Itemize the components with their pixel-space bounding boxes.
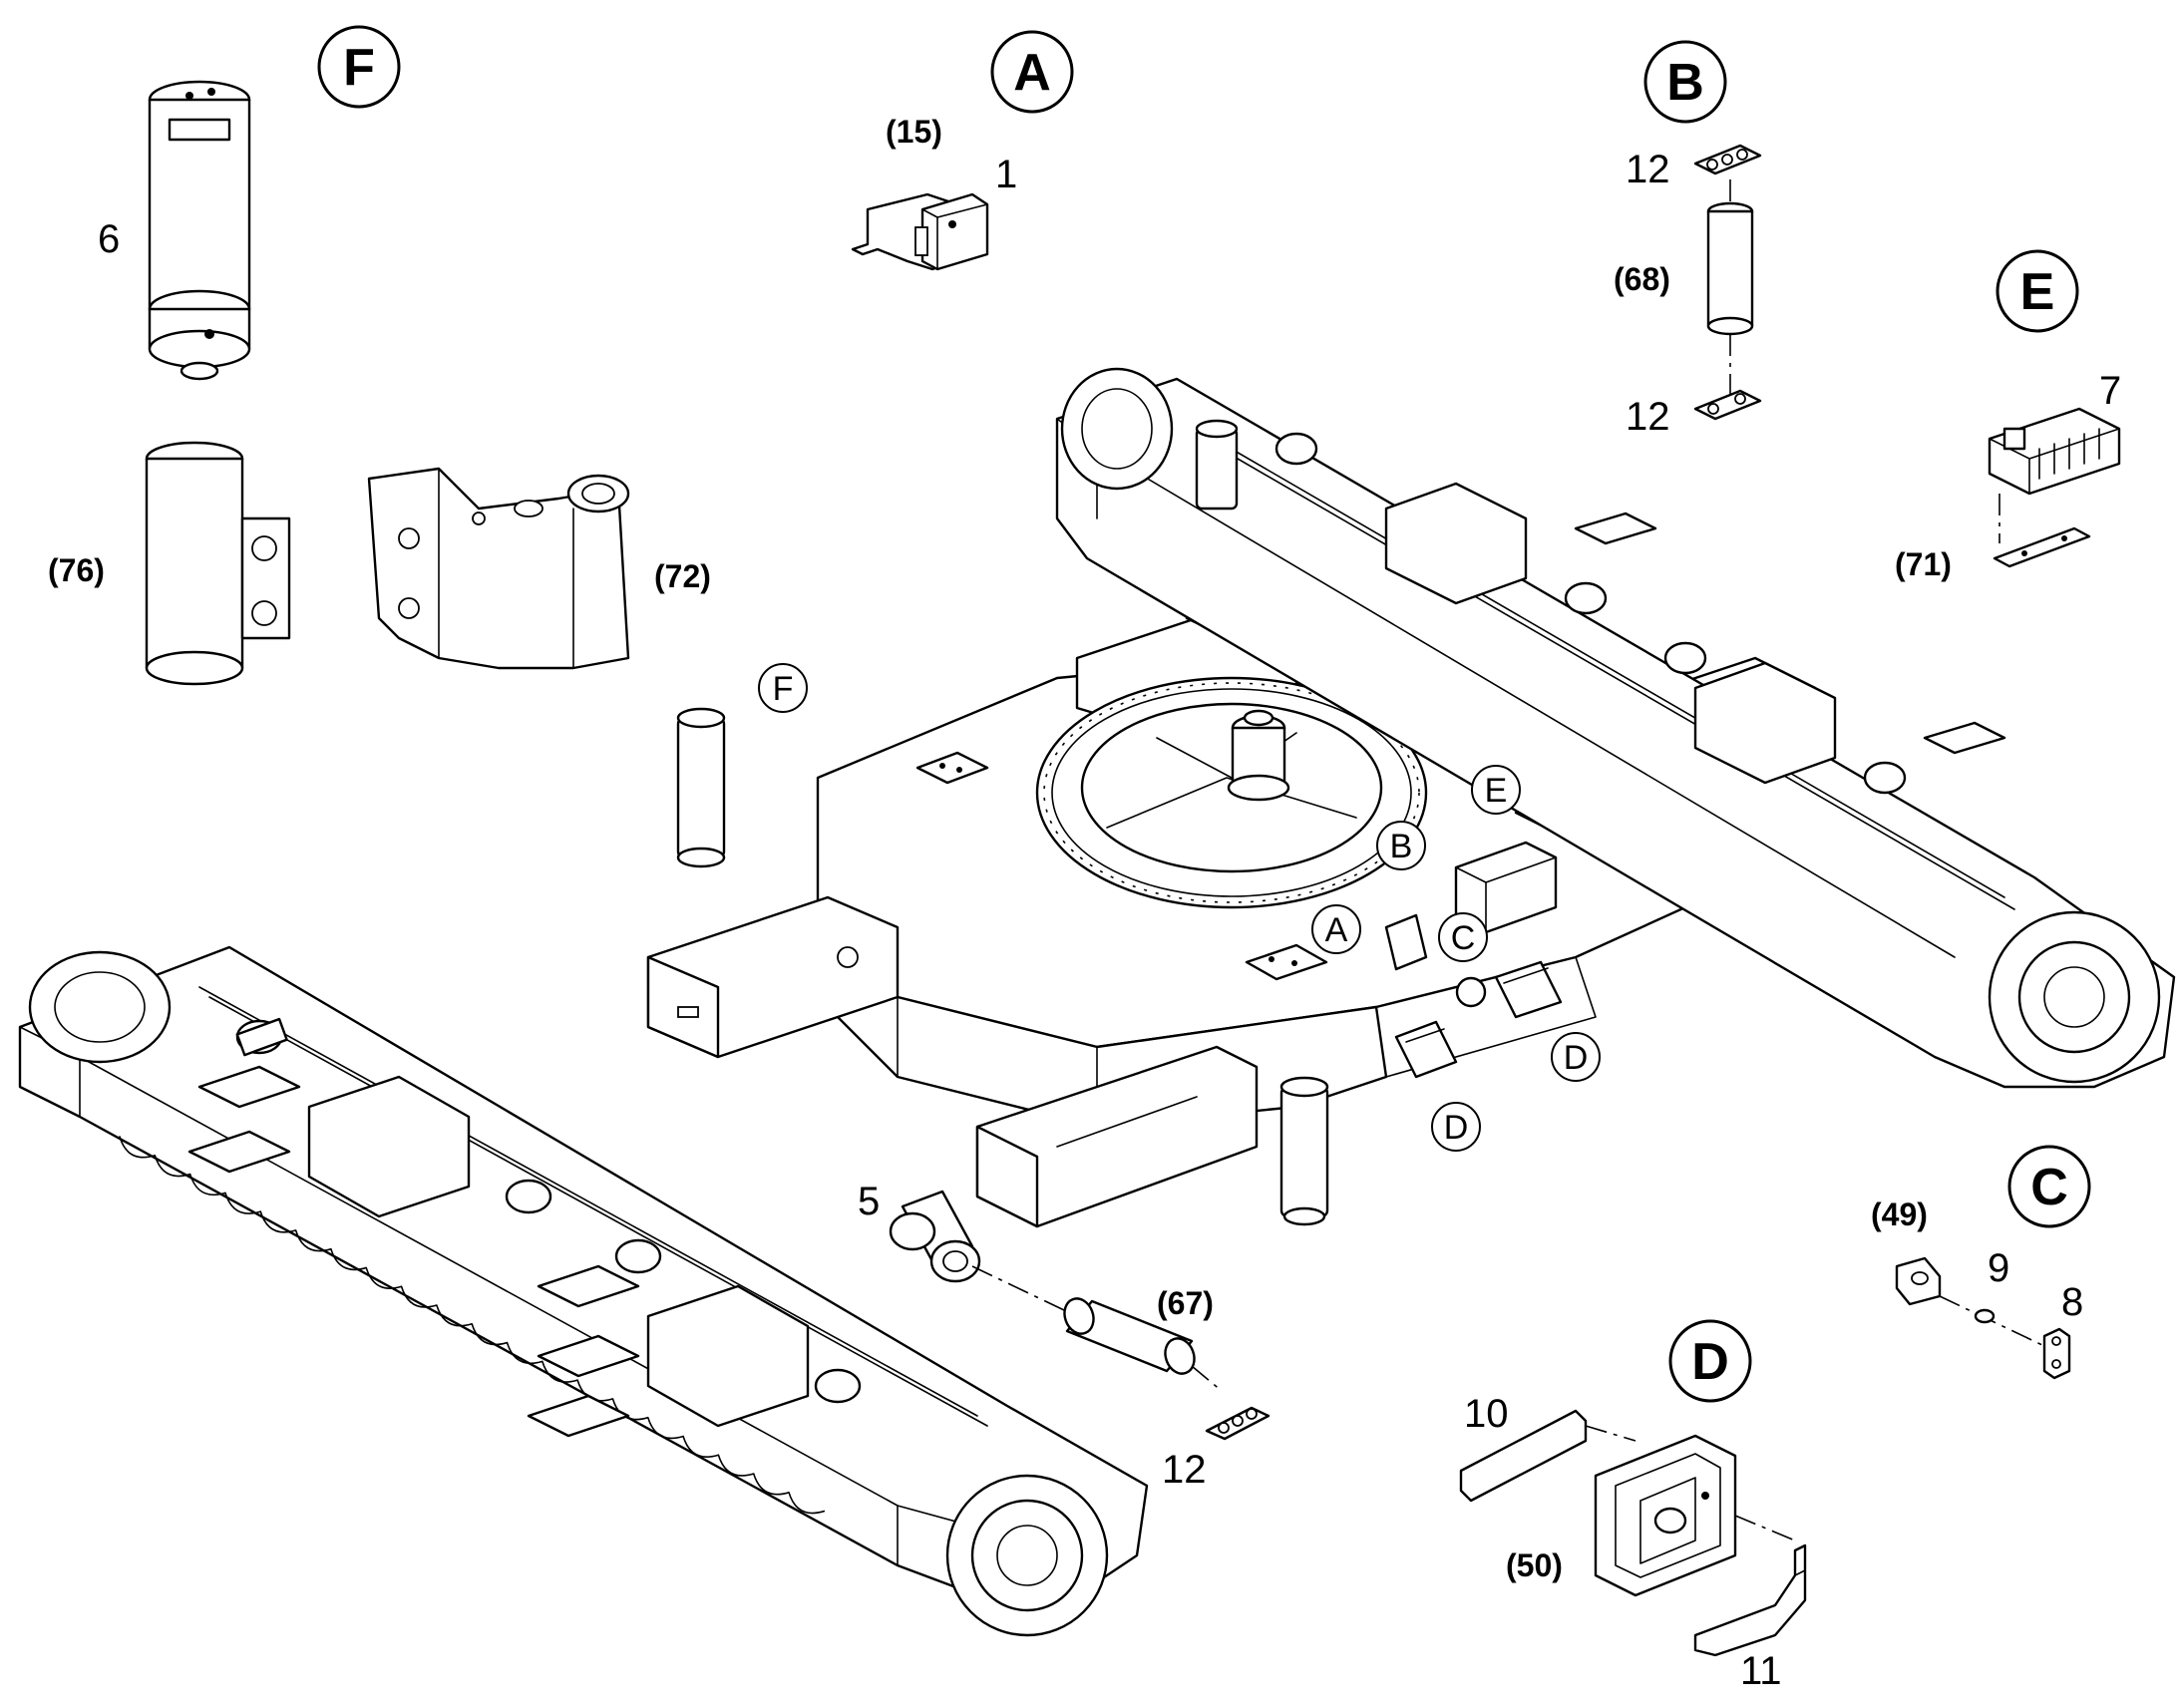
detail-callout-a: A	[990, 30, 1074, 114]
svg-text:F: F	[343, 39, 375, 97]
location-marker-b: B	[1376, 821, 1426, 870]
part-number-7: 7	[2099, 369, 2121, 413]
part-number-6: 6	[98, 217, 120, 261]
svg-text:A: A	[1325, 911, 1348, 949]
svg-text:E: E	[2020, 263, 2055, 321]
location-marker-d-left: D	[1431, 1102, 1481, 1152]
detail-e-parts	[1988, 407, 2121, 568]
pin-axis-line	[971, 1265, 1088, 1322]
location-marker-a: A	[1311, 904, 1361, 954]
detail-callout-f: F	[317, 25, 401, 109]
svg-text:E: E	[1485, 772, 1508, 810]
part-number-5: 5	[858, 1180, 880, 1223]
detail-a-parts	[851, 192, 989, 271]
part-number-12-bottom: 12	[1162, 1448, 1207, 1492]
part-number-12-mid: 12	[1626, 395, 1670, 439]
reference-number-72: (72)	[654, 558, 711, 594]
reference-number-49: (49)	[1871, 1196, 1928, 1232]
detail-callout-c: C	[2007, 1145, 2091, 1228]
right-crawler-track	[1055, 367, 2176, 1089]
svg-text:D: D	[1691, 1333, 1729, 1391]
detail-callout-e: E	[1996, 249, 2079, 333]
location-marker-f: F	[758, 663, 808, 713]
svg-text:A: A	[1013, 44, 1051, 102]
detail-f-parts	[145, 80, 630, 686]
svg-text:C: C	[1451, 919, 1476, 957]
reference-number-15: (15)	[886, 114, 942, 150]
detail-d-parts	[1459, 1409, 1807, 1657]
location-marker-d-right: D	[1551, 1032, 1601, 1082]
reference-number-68: (68)	[1614, 261, 1670, 297]
svg-text:B: B	[1390, 828, 1413, 865]
part-number-9: 9	[1988, 1246, 2009, 1290]
plate-12-lower	[1205, 1406, 1271, 1441]
part-number-12-top: 12	[1626, 148, 1670, 191]
svg-text:F: F	[773, 670, 794, 708]
svg-text:D: D	[1444, 1109, 1469, 1147]
reference-number-50: (50)	[1506, 1547, 1563, 1583]
detail-b-parts	[1693, 144, 1762, 421]
detail-c-parts	[1895, 1256, 2071, 1380]
part-number-11: 11	[1740, 1649, 1782, 1693]
svg-text:C: C	[2030, 1159, 2068, 1216]
detail-callout-b: B	[1643, 40, 1727, 124]
reference-number-71: (71)	[1895, 546, 1952, 582]
svg-text:D: D	[1564, 1039, 1589, 1077]
detail-callout-d: D	[1668, 1319, 1752, 1403]
svg-text:B: B	[1666, 54, 1704, 112]
location-marker-e: E	[1471, 765, 1521, 815]
part-number-8: 8	[2061, 1280, 2083, 1324]
part-number-1: 1	[995, 153, 1017, 196]
reference-number-67: (67)	[1157, 1285, 1214, 1321]
pin-67	[1063, 1297, 1223, 1392]
location-marker-c: C	[1438, 912, 1488, 962]
reference-number-76: (76)	[48, 552, 105, 588]
left-crawler-track	[18, 945, 1149, 1637]
part-number-10: 10	[1464, 1392, 1509, 1436]
